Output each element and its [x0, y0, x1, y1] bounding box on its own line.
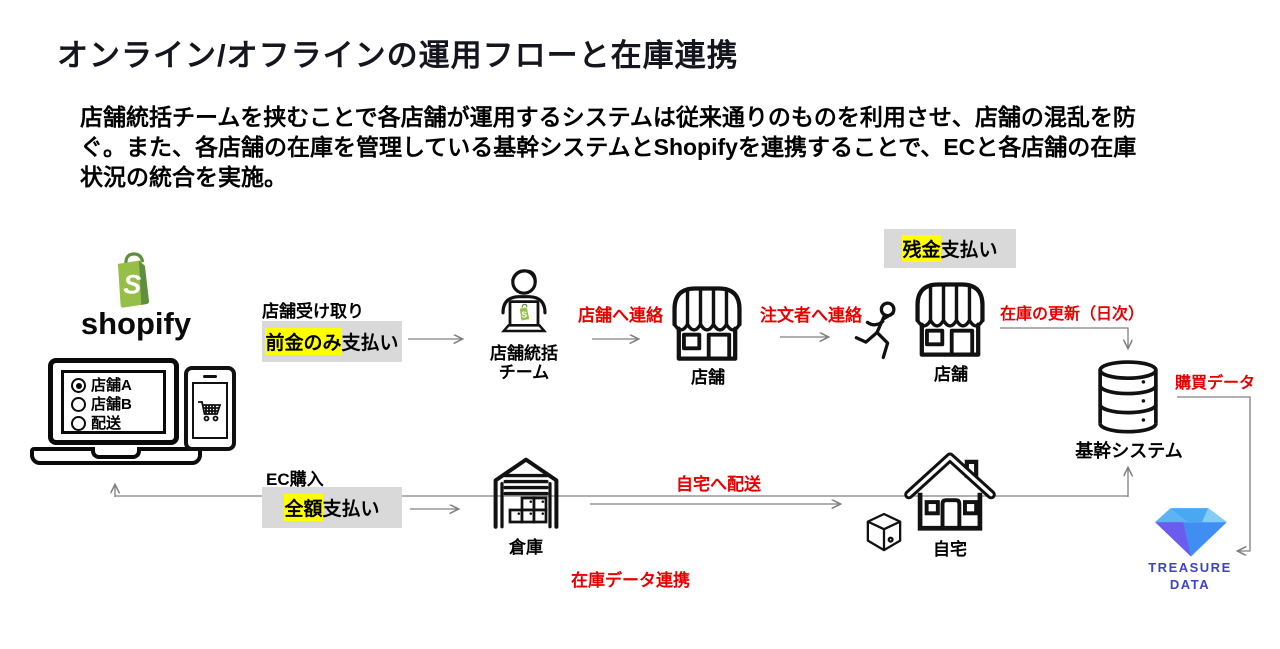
store-icon — [672, 286, 742, 361]
inventory-data-link-label: 在庫データ連携 — [571, 571, 690, 590]
shopify-wordmark: shopify — [80, 306, 192, 341]
store-label: 店舗 — [691, 368, 725, 387]
balance-payment-box: 残金支払い — [884, 229, 1016, 268]
treasure-data-logo-icon — [1155, 508, 1227, 557]
slide-description: 店舗統括チームを挟むことで各店舗が運用するシステムは従来通りのものを利用させ、店… — [80, 102, 1136, 192]
shopify-logo-icon: S — [117, 252, 150, 308]
page-title: オンライン/オフラインの運用フローと在庫連携 — [57, 38, 739, 73]
home-icon — [904, 452, 996, 531]
ec-purchase-label: EC購入 — [266, 470, 324, 489]
treasure-label-line1: TREASURE — [1148, 560, 1232, 575]
ship-to-home-label: 自宅へ配送 — [676, 475, 761, 494]
description-line-1: 店舗統括チームを挟むことで各店舗が運用するシステムは従来通りのものを利用させ、店… — [80, 104, 1136, 130]
radio-icon — [71, 416, 86, 431]
store-label: 店舗 — [934, 365, 968, 384]
balance-highlight: 残金 — [902, 235, 941, 262]
inventory-update-label: 在庫の更新（日次） — [1000, 306, 1145, 323]
team-label-line1: 店舗統括 — [490, 344, 558, 363]
balance-rest: 支払い — [940, 240, 998, 261]
arrow-purchase-data — [1177, 396, 1251, 551]
laptop-display: 店舗A 店舗B 配送 — [61, 370, 166, 434]
full-payment-rest: 支払い — [322, 499, 380, 520]
full-payment-box: 全額支払い — [262, 487, 402, 528]
laptop-base — [30, 447, 202, 465]
smartphone — [184, 366, 236, 451]
store-option-label: 配送 — [91, 415, 122, 432]
warehouse-label: 倉庫 — [509, 538, 543, 557]
store-pickup-label: 店舗受け取り — [262, 302, 364, 321]
store-option-b: 店舗B — [71, 395, 163, 414]
running-person-icon — [854, 301, 896, 360]
deposit-rest: 支払い — [341, 333, 399, 354]
package-box-icon — [866, 512, 902, 552]
warehouse-icon — [493, 457, 559, 529]
treasure-label-line2: DATA — [1169, 577, 1211, 592]
laptop-screen: 店舗A 店舗B 配送 — [48, 358, 179, 445]
phone-speaker — [203, 375, 217, 378]
store-management-team-icon: S — [501, 269, 547, 333]
team-label: 店舗統括 チーム — [481, 344, 567, 382]
team-label-line2: チーム — [498, 363, 550, 382]
backbone-system-label: 基幹システム — [1075, 441, 1183, 461]
home-label: 自宅 — [933, 540, 967, 559]
deposit-highlight: 前金のみ — [265, 328, 342, 355]
full-payment-highlight: 全額 — [284, 494, 323, 521]
store-option-delivery: 配送 — [71, 414, 163, 433]
radio-icon — [71, 397, 86, 412]
laptop-notch — [91, 447, 141, 459]
store-icon — [915, 282, 985, 357]
store-option-label: 店舗B — [91, 396, 132, 413]
purchase-data-label: 購買データ — [1175, 375, 1256, 392]
contact-orderer-label: 注文者へ連絡 — [760, 306, 862, 325]
store-option-a: 店舗A — [71, 376, 163, 395]
description-line-2: ぐ。また、各店舗の在庫を管理している基幹システムとShopifyを連携することで… — [80, 134, 1137, 160]
shopping-cart-icon — [198, 400, 222, 421]
backbone-system-icon — [1098, 360, 1158, 434]
svg-text:S: S — [522, 309, 528, 319]
radio-selected-icon — [71, 378, 86, 393]
arrow-inventory-update — [1000, 327, 1128, 348]
treasure-data-label: TREASURE DATA — [1140, 559, 1240, 593]
svg-text:S: S — [123, 270, 141, 300]
store-option-label: 店舗A — [91, 377, 132, 394]
phone-screen — [192, 382, 228, 439]
description-line-3: 状況の統合を実施。 — [80, 164, 287, 190]
deposit-payment-box: 前金のみ支払い — [262, 321, 402, 362]
contact-store-label: 店舗へ連絡 — [578, 306, 663, 325]
